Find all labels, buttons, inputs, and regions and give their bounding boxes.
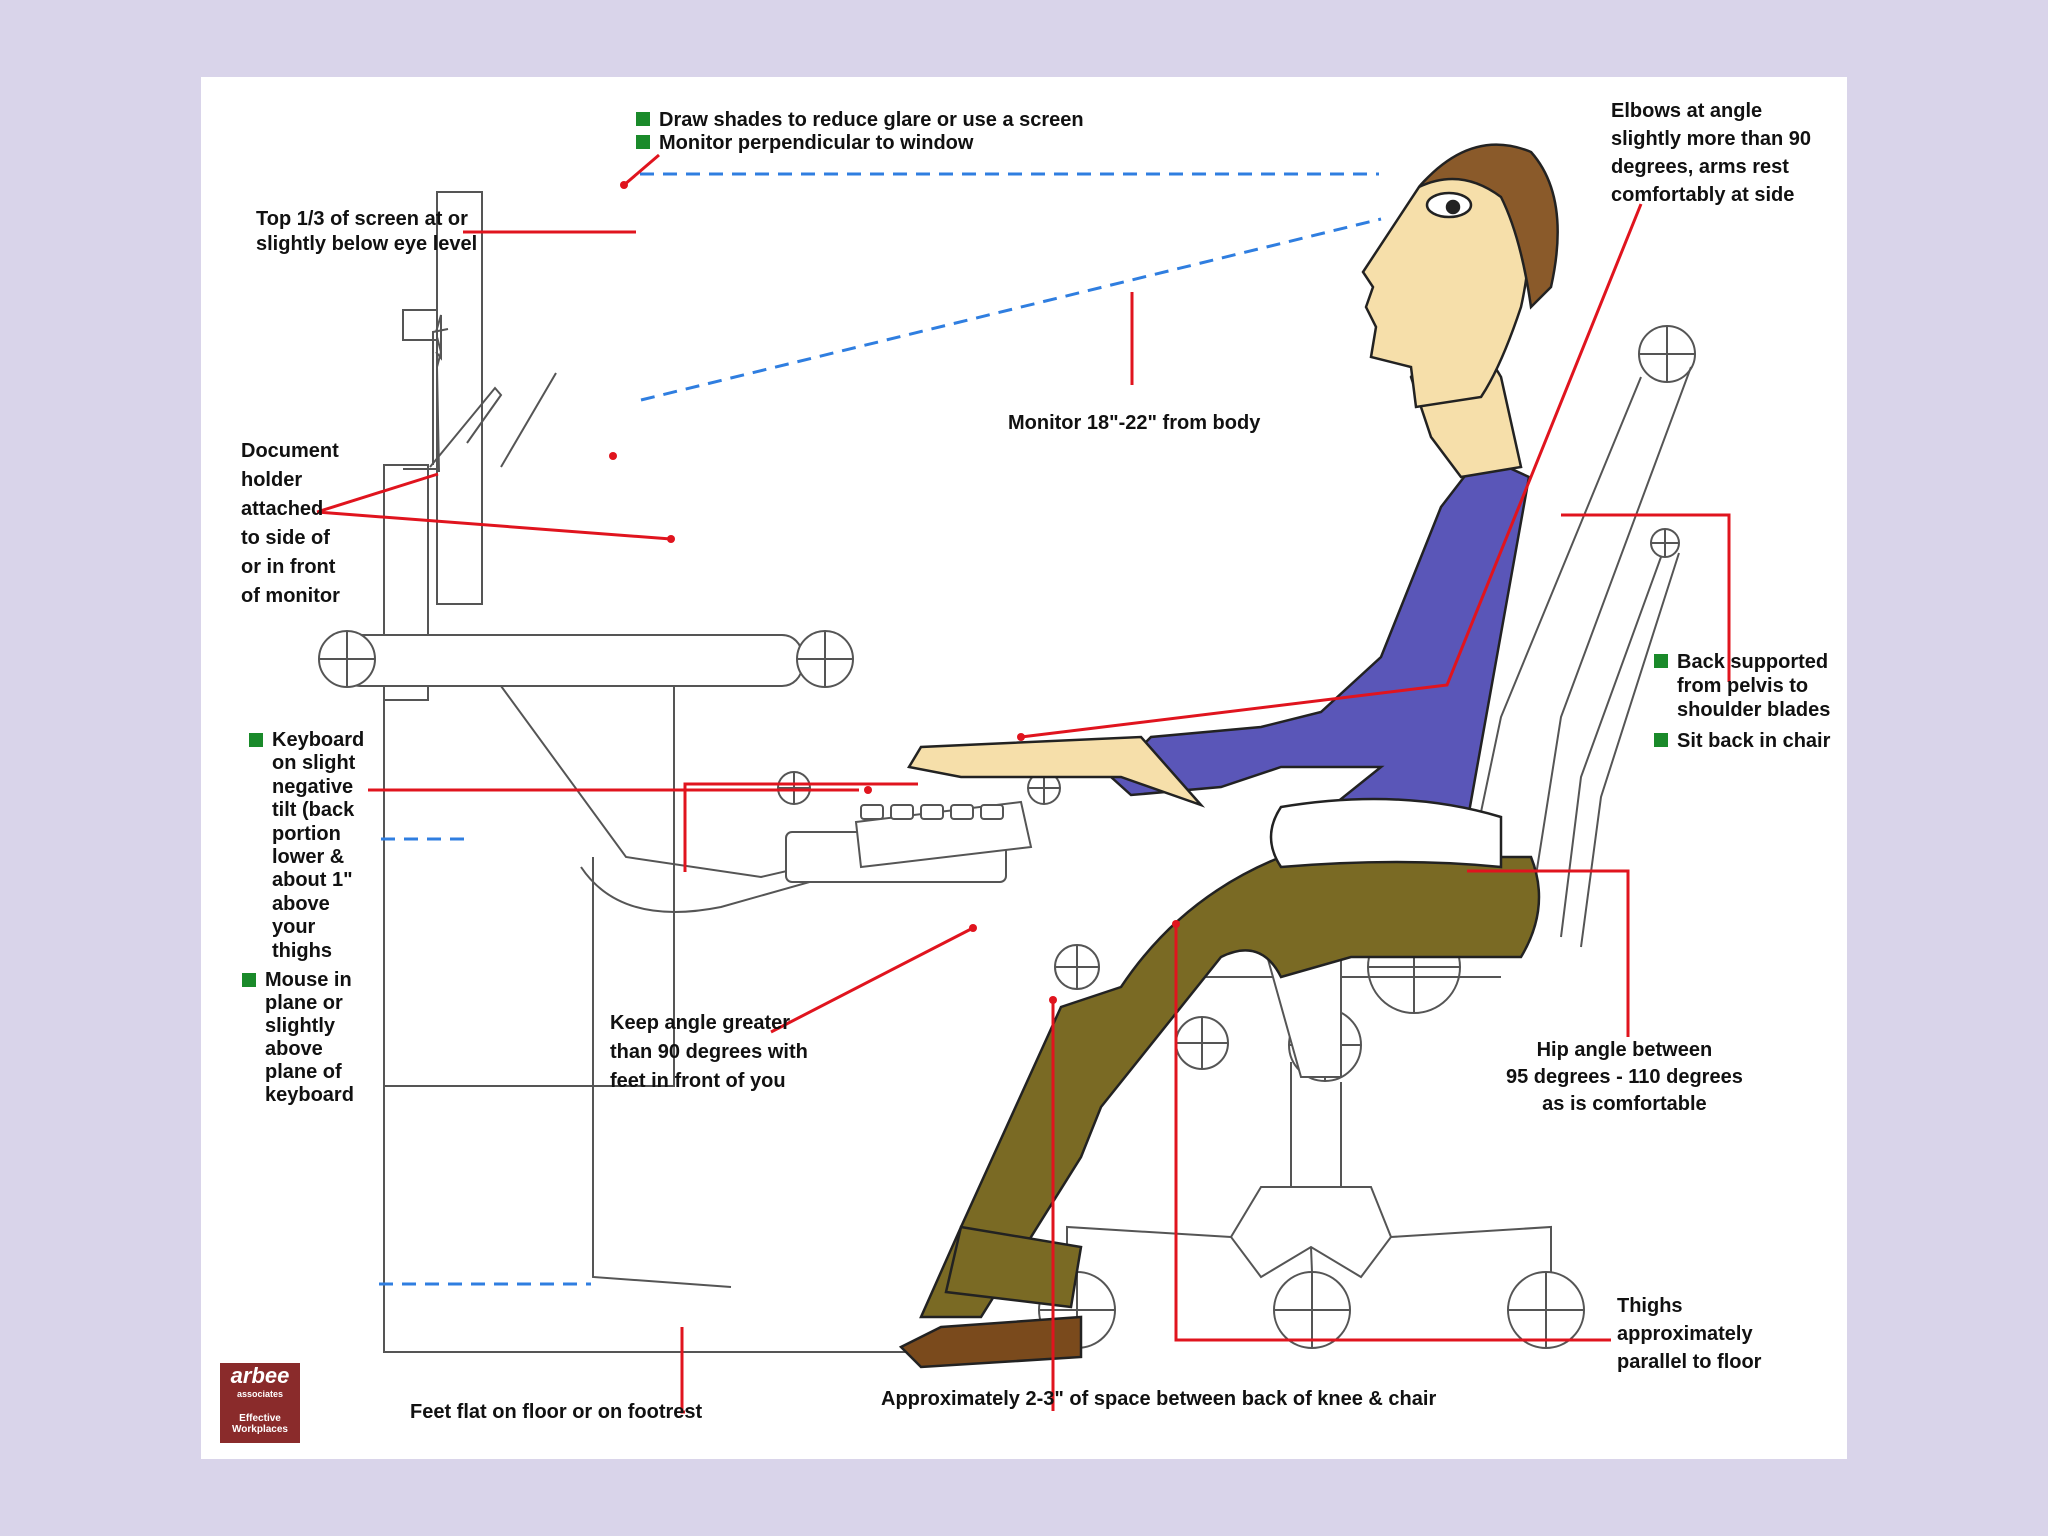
label-thighs: Thighs approximately parallel to floor: [1617, 1295, 1762, 1373]
label-elbows: Elbows at angle slightly more than 90 de…: [1611, 100, 1812, 206]
chair-post: [1290, 1062, 1342, 1187]
bullet-keyboard-tilt: Keyboard on slight negative tilt (back p…: [249, 729, 364, 963]
bullet-monitor-perpendicular: Monitor perpendicular to window: [636, 131, 973, 156]
bullet-mouse-plane: Mouse in plane or slightly above plane o…: [242, 969, 354, 1107]
sight-lines: [379, 172, 1382, 1286]
chair-leg-right: [1390, 1225, 1552, 1272]
joint-post-left: [1175, 1016, 1229, 1070]
seat-support: [1263, 944, 1342, 1078]
green-square-icon: [636, 135, 650, 149]
label-document-holder: Document holder attached to side of or i…: [241, 440, 340, 607]
monitor-post: [383, 464, 429, 701]
callout-dots: [609, 181, 1180, 1004]
wheel-center: [1273, 1271, 1351, 1349]
desk-body: [383, 685, 675, 1087]
ergonomics-illustration: [316, 143, 1731, 1414]
monitor-mount: [402, 309, 437, 341]
label-feet: Feet flat on floor or on footrest: [410, 1401, 703, 1423]
label-screen-top: Top 1/3 of screen at or slightly below e…: [256, 208, 478, 255]
joint-desk-left: [318, 630, 376, 688]
green-square-icon: [1654, 733, 1668, 747]
green-square-icon: [636, 112, 650, 126]
green-square-icon: [1654, 654, 1668, 668]
person-figure: [898, 143, 1559, 1369]
callout-lines: [316, 153, 1731, 1414]
bullet-back-supported: Back supported from pelvis to shoulder b…: [1654, 650, 1830, 722]
bullet-sit-back: Sit back in chair: [1654, 729, 1830, 754]
joint-seat-front: [1054, 944, 1100, 990]
wheel-right: [1507, 1271, 1585, 1349]
shoe: [898, 1315, 1083, 1369]
desk-top: [339, 634, 803, 687]
label-knee-angle: Keep angle greater than 90 degrees with …: [610, 1012, 808, 1092]
bullet-draw-shades: Draw shades to reduce glare or use a scr…: [636, 108, 1084, 133]
label-knee-space: Approximately 2-3" of space between back…: [881, 1388, 1437, 1410]
holder-arm: [429, 386, 503, 468]
label-monitor-distance: Monitor 18"-22" from body: [1008, 412, 1261, 434]
arbee-logo: arbee associates Effective Workplaces: [220, 1363, 300, 1443]
chair-base: [1229, 1186, 1393, 1279]
joint-desk-right: [796, 630, 854, 688]
seat-cushion: [1269, 797, 1503, 869]
monitor-distance-line: [640, 217, 1382, 402]
chair-frame: [1066, 366, 1692, 1279]
joint-tray-left: [777, 771, 811, 805]
label-hip-angle: Hip angle between 95 degrees - 110 degre…: [1506, 1039, 1743, 1115]
green-square-icon: [242, 973, 256, 987]
pants-cuff: [944, 1225, 1083, 1309]
joint-chair-back: [1650, 528, 1680, 558]
joint-chair-top: [1638, 325, 1696, 383]
arm-hand: [907, 735, 1206, 808]
desk-structure: [339, 191, 1033, 1353]
desk-base: [383, 1086, 931, 1353]
chair-leg-left: [1066, 1225, 1232, 1272]
diagram-panel: Draw shades to reduce glare or use a scr…: [201, 77, 1847, 1459]
green-square-icon: [249, 733, 263, 747]
hair: [1418, 143, 1559, 310]
